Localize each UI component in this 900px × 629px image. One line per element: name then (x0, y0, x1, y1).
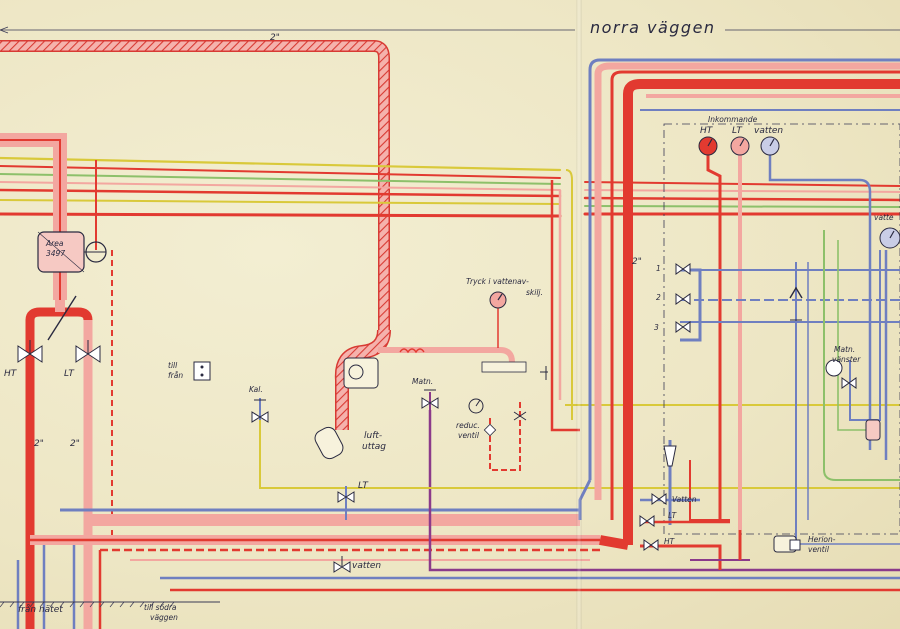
pipe-size-top: 2" (270, 33, 280, 43)
ht-gauge (698, 136, 718, 156)
strainer (663, 445, 677, 467)
row-1-label: 1 (656, 264, 661, 273)
main-hot-supply-hatched (0, 40, 390, 330)
row-valve-1 (675, 263, 691, 275)
check-valve-arrow (789, 286, 803, 321)
lt-gauge-label: LT (732, 126, 742, 136)
vatten-bottom-label: vatten (352, 561, 382, 571)
row-valve-2 (675, 293, 691, 305)
area-label-2: 3497 (46, 249, 66, 258)
right-risers (550, 58, 900, 550)
vatten-valve-right (651, 493, 667, 505)
bottom-mains (30, 404, 900, 592)
lt-valve-mid (337, 486, 355, 520)
fran-label: från (168, 371, 184, 380)
ht-right-label: HT (664, 537, 675, 546)
center-air-vent-assembly (314, 329, 548, 460)
herion-label-1: Herion- (808, 535, 836, 544)
lt-left-label: LT (64, 369, 74, 379)
row-valve-3 (675, 321, 691, 333)
cabinet-outline (663, 123, 900, 535)
fran-natet-label: från nätet (18, 605, 63, 615)
size-right-label: 2" (632, 257, 642, 267)
ht-left-label: HT (4, 369, 17, 379)
diagonal-marker (47, 295, 77, 341)
matn-label: Matn. (412, 377, 434, 386)
inkommande-label: Inkommande (708, 115, 758, 124)
lt-mid-label: LT (358, 481, 368, 491)
lt-valve-right (639, 515, 655, 527)
row-3-label: 3 (654, 323, 659, 332)
vatten-gauge (760, 136, 780, 156)
north-wall-dimension-line (0, 26, 900, 34)
page-fold (576, 0, 582, 629)
matn-valve (421, 389, 439, 412)
lt-right-label: LT (668, 511, 677, 520)
wall-label: norra väggen (590, 18, 716, 37)
floor-line (0, 601, 220, 608)
matn-vanster-valve (825, 359, 881, 441)
reducing-valve (468, 398, 527, 471)
area-label-1: Area (46, 239, 64, 248)
lt-gauge (730, 136, 750, 156)
tryck-label-2: skilj. (526, 288, 543, 297)
luft-label-1: luft- (364, 431, 383, 441)
row-2-label: 2 (656, 293, 661, 302)
left-ht-valve (17, 340, 43, 363)
reduc-label-1: reduc. (456, 421, 480, 430)
vatten-edge-label: vatte (874, 213, 894, 222)
vatten-right-label: Vatten (672, 495, 697, 504)
kal-label: Kal. (249, 385, 263, 394)
left-lt-valve (75, 340, 101, 363)
horizontal-pipe-bundle (0, 156, 900, 218)
till-label: till (168, 361, 178, 370)
ht-valve-right (643, 539, 659, 551)
vatten-valve-bottom (333, 556, 351, 573)
vatten-gauge-label: vatten (754, 126, 784, 136)
ht-gauge-label: HT (700, 126, 713, 136)
area-3497-valve (37, 231, 107, 273)
tryck-label-1: Tryck i vattenav- (466, 277, 529, 286)
herion-label-2: ventil (808, 545, 829, 554)
size-left-b: 2" (70, 439, 80, 449)
till-fran-box (193, 361, 211, 381)
vatten-gauge-right (879, 227, 900, 249)
herion-valve (773, 535, 801, 553)
matn-vanster-label-1: Matn. (834, 345, 856, 354)
kal-valve (251, 398, 269, 423)
luft-label-2: uttag (362, 442, 386, 452)
pressure-gauge (489, 291, 507, 348)
reduc-label-2: ventil (458, 431, 479, 440)
size-left-a: 2" (34, 439, 44, 449)
matn-vanster-label-2: vänster (832, 355, 861, 364)
till-sodra-label-2: väggen (150, 613, 178, 622)
till-sodra-label-1: till södra (144, 603, 177, 612)
